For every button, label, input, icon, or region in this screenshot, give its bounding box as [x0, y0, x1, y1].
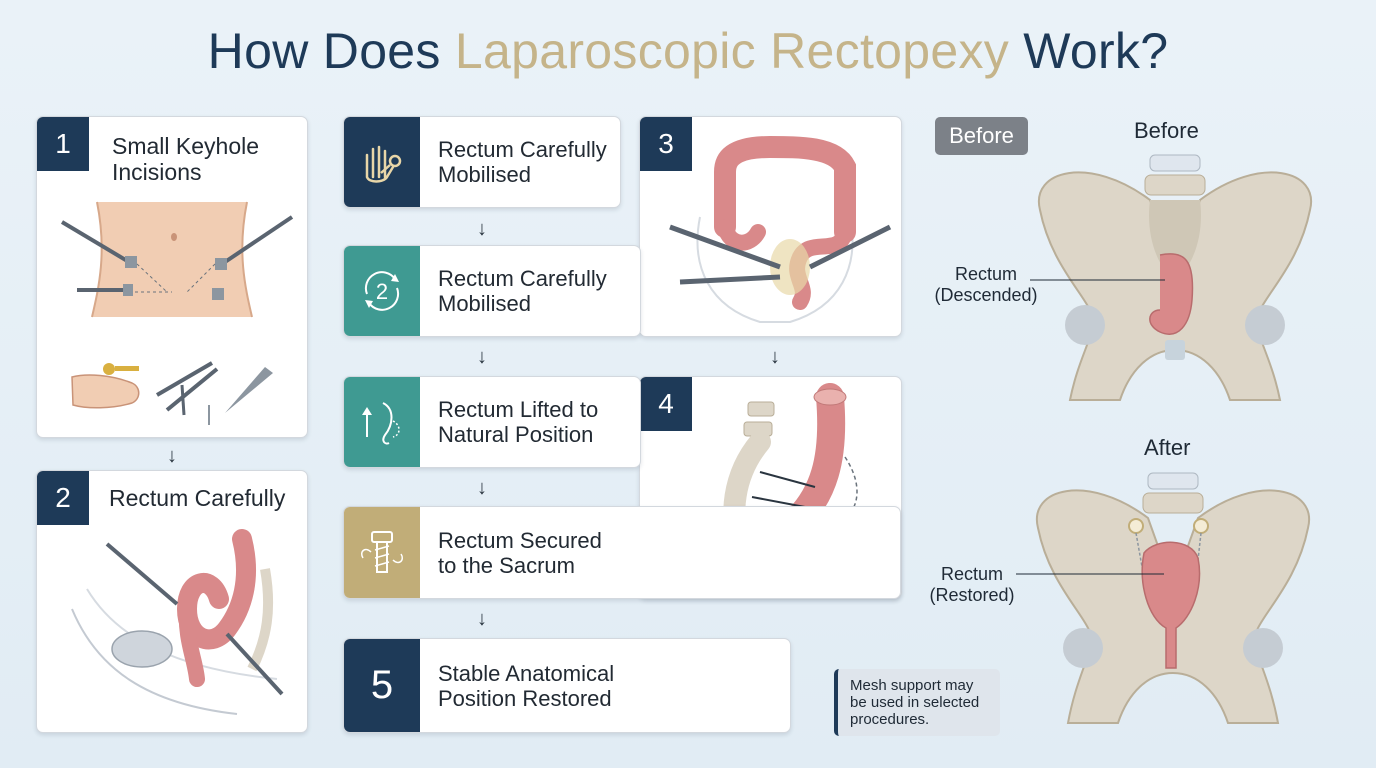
step-number-5: 5: [344, 639, 420, 732]
card-keyhole-incisions: 1 Small Keyhole Incisions: [36, 116, 308, 438]
note-line-3: procedures.: [850, 711, 930, 728]
flow-arrow: ↓: [477, 477, 487, 499]
step-text-line-1: Stable Anatomical: [438, 660, 615, 686]
before-badge: Before: [935, 117, 1028, 155]
card-number: 2: [37, 471, 89, 525]
flow-arrow: ↓: [477, 608, 487, 630]
step-text: Rectum Carefully Mobilised: [438, 266, 607, 316]
card-rectum-mobilise-image: 2 Rectum Carefully: [36, 470, 308, 733]
before-heading: Before: [1134, 118, 1199, 143]
pelvis-after-illustration: [1016, 472, 1311, 724]
after-heading: After: [1144, 435, 1191, 460]
step-text-line-1: Rectum Carefully: [438, 266, 607, 291]
title-part-2: Laparoscopic Rectopexy: [454, 23, 1010, 79]
card-number: 4: [640, 377, 692, 431]
step-text-line-2: Mobilised: [438, 291, 531, 316]
step-text-line-1: Rectum Secured: [438, 527, 602, 553]
step-text-line-2: Position Restored: [438, 685, 612, 711]
note-line-2: be used in selected: [850, 694, 980, 711]
rectum-descended-label: Rectum (Descended): [922, 264, 1050, 306]
step-text-line-2: Mobilised: [438, 162, 531, 187]
step-rectum-mobilised-2: 2 Rectum Carefully Mobilised: [343, 245, 641, 337]
colon-illustration: [669, 135, 892, 323]
note-line-1: Mesh support may: [850, 677, 974, 694]
hand-key-icon: [344, 117, 420, 207]
flow-arrow: ↓: [477, 346, 487, 368]
pelvis-section-illustration: [71, 529, 284, 715]
label-line-1: Rectum: [954, 264, 1017, 284]
screw-icon: [344, 507, 420, 598]
step-text-line-2: Natural Position: [438, 422, 594, 447]
label-line-1: Rectum: [940, 564, 1003, 584]
flow-arrow: ↓: [167, 445, 177, 467]
step-text-line-1: Rectum Carefully: [438, 137, 607, 162]
card-title-line-2: Incisions: [112, 159, 202, 185]
title-part-1: How Does: [207, 23, 441, 79]
step-number: 5: [370, 663, 394, 707]
card-title: Rectum Carefully: [109, 485, 286, 511]
surgical-instruments-illustration: [71, 361, 273, 425]
step-text: Stable Anatomical Position Restored: [438, 661, 614, 711]
label-line-2: (Restored): [929, 585, 1015, 605]
mesh-note: Mesh support may be used in selected pro…: [834, 669, 1000, 736]
step-icon-number: 2: [376, 279, 388, 304]
step-rectum-secured: Rectum Secured to the Sacrum: [343, 506, 901, 599]
pelvis-before-illustration: [1030, 154, 1313, 401]
step-stable-position: 5 Stable Anatomical Position Restored: [343, 638, 791, 733]
title-part-3: Work?: [1023, 23, 1169, 79]
step-rectum-mobilised: Rectum Carefully Mobilised: [343, 116, 621, 208]
card-number: 1: [37, 117, 89, 171]
card-colon-image: 3: [639, 116, 902, 337]
label-line-2: (Descended): [934, 285, 1038, 305]
abdomen-illustration: [60, 201, 294, 318]
page-title: How Does Laparoscopic Rectopexy Work?: [0, 22, 1376, 80]
step-text: Rectum Lifted to Natural Position: [438, 397, 598, 447]
card-title-line-1: Small Keyhole: [112, 133, 260, 159]
card-number: 3: [640, 117, 692, 171]
flow-arrow: ↓: [477, 218, 487, 240]
flow-arrow: ↓: [770, 346, 780, 368]
card-title: Small Keyhole Incisions: [112, 133, 259, 185]
step-text-line-1: Rectum Lifted to: [438, 397, 599, 422]
rectum-restored-label: Rectum (Restored): [910, 564, 1034, 606]
step-rectum-lifted: Rectum Lifted to Natural Position: [343, 376, 641, 468]
lift-arrow-icon: [344, 377, 420, 467]
step-text: Rectum Secured to the Sacrum: [438, 528, 602, 578]
step-text: Rectum Carefully Mobilised: [438, 137, 607, 187]
cycle-icon: 2: [344, 246, 420, 336]
step-text-line-2: to the Sacrum: [438, 552, 575, 578]
